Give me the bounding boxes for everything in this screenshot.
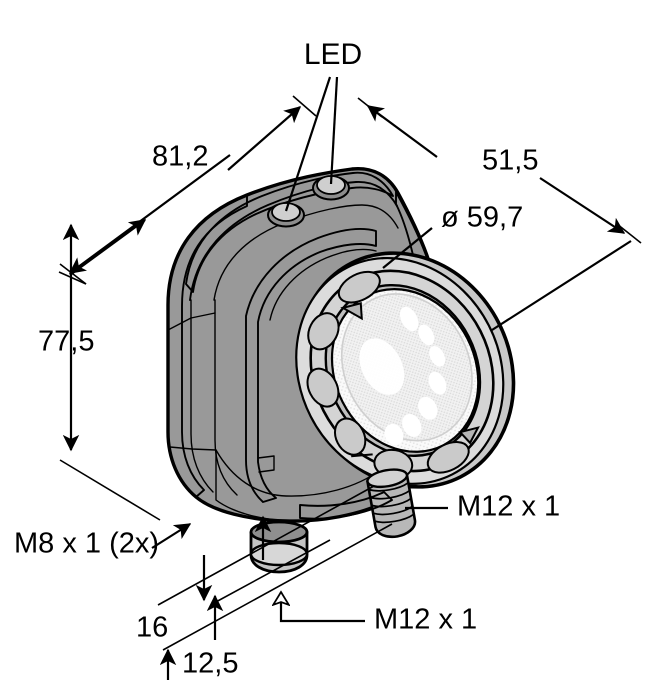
ring-led-2: [307, 312, 340, 351]
dim-12-5-inner-line: [213, 539, 331, 604]
device-illustration: [166, 167, 516, 574]
callout-led-label: LED: [304, 38, 362, 71]
ring-led-3: [306, 367, 340, 408]
dim-59-7-oblique: [491, 240, 632, 331]
dimension-51-5: [357, 97, 642, 244]
ring-led-4: [333, 417, 367, 456]
callout-m12-upper-label: M12 x 1: [457, 491, 560, 523]
housing-left-bottom-boundary: [169, 446, 217, 451]
lens-highlight-6: [418, 396, 438, 420]
housing-center-rib-inner: [269, 248, 377, 321]
dim-77-5-ext-bottom: [59, 459, 161, 521]
dimension-77-5: [58, 223, 161, 521]
bezel-tab-top: [340, 301, 363, 321]
led-indicator-group: [267, 175, 350, 228]
m12-lower-leader-path: [281, 592, 365, 623]
lens-highlight-5: [428, 371, 447, 395]
led-leader-2: [329, 76, 339, 185]
dim-16-base-line: [157, 485, 375, 606]
dim-81-2-ext-right: [292, 95, 317, 117]
m12-bottom-face: [249, 541, 309, 567]
dimension-81-2-label: 81,2: [152, 141, 208, 173]
lens-highlight-7: [402, 413, 422, 437]
housing-top-band: [185, 171, 394, 293]
callout-m12-lower-label: M12 x 1: [374, 604, 477, 636]
lens-highlight-secondary: [399, 306, 419, 332]
dimension-16: [157, 485, 375, 606]
dim-81-2-arrow-left: [69, 219, 147, 276]
callout-m8-label: M8 x 1 (2x): [14, 528, 159, 560]
dim-51-5-ext-left: [357, 97, 383, 118]
optics-head: [295, 251, 516, 489]
m12-connector-side: [366, 468, 417, 539]
bezel-tab-bottom: [458, 426, 480, 445]
led-callout-leaders: [284, 76, 339, 212]
housing-left-facet: [167, 194, 248, 498]
dimension-51-5-label: 51,5: [482, 145, 538, 177]
dim-81-2-line-a: [68, 154, 231, 274]
housing-rib-notch: [257, 455, 275, 473]
housing-lid-seam-secondary: [213, 204, 399, 301]
lens-highlight-main: [359, 338, 405, 395]
housing-corner-crease: [190, 299, 214, 493]
m12-side-collar: [366, 468, 409, 489]
dim-51-5-line-b: [539, 177, 626, 234]
lens-cover-glass-inner: [340, 293, 473, 442]
dim-59-7-leader: [382, 227, 433, 269]
housing-corner-crease-2: [214, 299, 238, 496]
ring-led-6: [426, 441, 470, 474]
housing-left-top-boundary: [167, 312, 216, 331]
led-indicator-1: [271, 202, 301, 222]
bezel-slot-left: [351, 453, 373, 458]
housing-center-rib: [245, 228, 377, 503]
callout-diameter-label: ø 59,7: [441, 202, 523, 234]
dimension-12-5: [159, 523, 393, 680]
housing-lid-seam: [189, 181, 398, 301]
dim-51-5-ext-right: [616, 223, 642, 244]
led-leader-1: [284, 76, 332, 212]
ring-led-1: [337, 270, 381, 304]
lens-highlight-4: [429, 346, 446, 367]
dimension-16-label: 16: [136, 612, 168, 644]
m8-callout-leader: [151, 523, 192, 549]
dimension-77-5-label: 77,5: [38, 326, 94, 358]
m12-connector-bottom: [249, 520, 309, 574]
dim-12-5-base-line: [162, 523, 393, 651]
dim-77-5-ext-top: [58, 271, 87, 285]
m8-leader-line: [151, 523, 192, 549]
dim-81-2-line-b: [227, 106, 302, 171]
lens-highlight-8: [384, 423, 404, 446]
housing-bottom-shoulder: [299, 491, 393, 520]
m12-lower-callout-leader: [281, 592, 365, 623]
dimension-diameter-59-7: [382, 227, 632, 331]
dimension-12-5-label: 12,5: [182, 648, 238, 680]
lens-highlight-3: [418, 324, 435, 346]
